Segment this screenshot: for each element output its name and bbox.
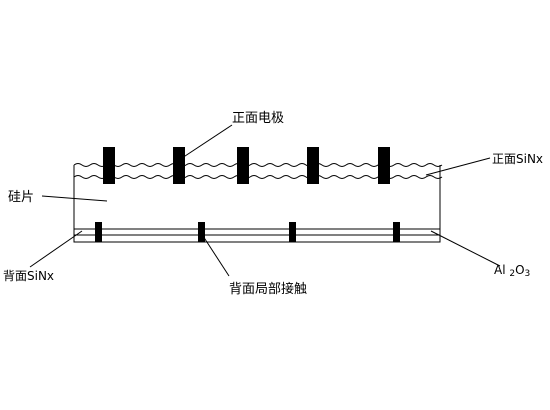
label-rear-local-contact: 背面局部接触 xyxy=(229,281,307,297)
front-electrode xyxy=(173,147,185,184)
leader-front-electrode xyxy=(178,124,233,161)
leader-al2o3 xyxy=(430,230,501,267)
leader-front-sinx xyxy=(425,157,491,176)
rear-local-contact xyxy=(198,222,205,242)
front-electrode xyxy=(307,147,319,184)
rear-sinx-layer xyxy=(73,234,441,243)
leader-rear-local-contact xyxy=(202,235,230,277)
leader-lines xyxy=(29,124,501,277)
rear-local-contact xyxy=(289,222,296,242)
rear-contact-group xyxy=(95,222,400,242)
rear-local-contact xyxy=(393,222,400,242)
leader-rear-sinx xyxy=(29,230,83,268)
label-front-electrode: 正面电极 xyxy=(232,111,284,126)
front-electrode xyxy=(237,147,249,184)
rear-layer-stack xyxy=(73,228,441,243)
front-electrode xyxy=(103,147,115,184)
front-electrode xyxy=(378,147,390,184)
front-electrode-group xyxy=(103,147,390,184)
label-al2o3: Al 2O3 xyxy=(494,263,530,279)
label-front-sinx: 正面SiNx xyxy=(492,152,543,166)
label-silicon-wafer: 硅片 xyxy=(8,190,34,205)
leader-silicon-wafer xyxy=(41,195,108,202)
rear-al2o3-layer xyxy=(73,228,441,236)
rear-local-contact xyxy=(95,222,102,242)
label-rear-sinx: 背面SiNx xyxy=(3,269,54,283)
